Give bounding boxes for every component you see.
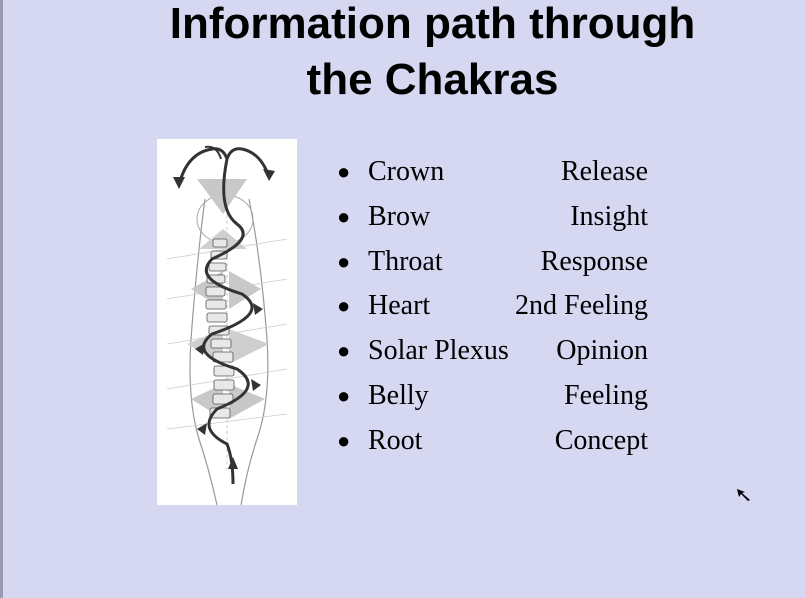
bullet-icon: ●: [337, 427, 351, 453]
list-item: ● Crown Release: [335, 150, 665, 195]
mouse-pointer-icon: [737, 489, 750, 501]
chakra-name: Throat: [368, 245, 443, 277]
spine-chakra-spiral-icon: [166, 145, 288, 505]
chakra-name: Heart: [368, 290, 431, 322]
chakra-name: Brow: [368, 200, 431, 232]
chakra-function: Opinion: [556, 335, 648, 367]
list-item: ● Solar Plexus Opinion: [335, 329, 665, 374]
bullet-icon: ●: [337, 159, 351, 184]
chakra-function: Feeling: [564, 379, 648, 411]
list-item: ● Root Concept: [335, 419, 665, 464]
slide-title-line-1: Information path through: [169, 0, 696, 48]
bullet-icon: ●: [337, 203, 351, 229]
list-item: ● Heart 2nd Feeling: [335, 284, 665, 329]
list-item: ● Belly Feeling: [335, 374, 665, 419]
chakra-name: Root: [368, 424, 423, 456]
bullet-icon: ●: [337, 382, 351, 408]
chakra-function: Response: [540, 245, 648, 277]
slide-title: Information path through the Chakras: [130, 0, 735, 108]
list-item: ● Throat Response: [335, 240, 665, 285]
chakra-list: ● Crown Release ● Brow Insight ● Throat …: [335, 150, 665, 464]
chakra-function: Concept: [554, 424, 648, 456]
bullet-icon: ●: [337, 248, 351, 274]
chakra-function: Insight: [570, 200, 648, 232]
slide-title-line-2: the Chakras: [306, 55, 559, 104]
window-edge: [0, 0, 3, 598]
bullet-icon: ●: [337, 338, 351, 364]
spine-chakra-figure: [157, 139, 297, 505]
bullet-icon: ●: [337, 293, 351, 319]
chakra-function: 2nd Feeling: [515, 290, 648, 322]
chakra-name: Belly: [368, 379, 429, 411]
chakra-name: Solar Plexus: [368, 335, 509, 367]
chakra-function: Release: [560, 156, 648, 187]
chakra-name: Crown: [368, 156, 445, 187]
list-item: ● Brow Insight: [335, 195, 665, 240]
